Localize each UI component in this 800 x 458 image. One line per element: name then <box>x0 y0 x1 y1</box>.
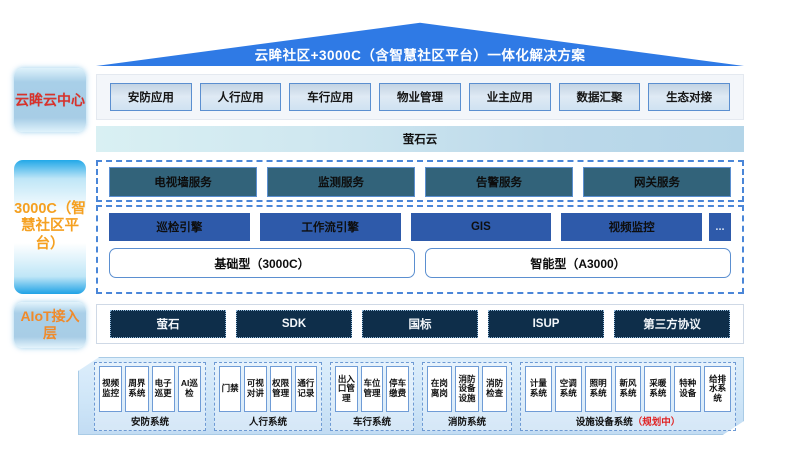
device-electronic-patrol[interactable]: 电子巡更 <box>151 366 175 412</box>
device-parking-space-management[interactable]: 车位管理 <box>360 366 384 412</box>
service-monitoring[interactable]: 监测服务 <box>267 167 415 197</box>
engines-container: 巡检引擎 工作流引擎 GIS 视频监控 ... 基础型（3000C） 智能型（A… <box>96 205 744 294</box>
device-fire-equipment-facility[interactable]: 消防设备设施 <box>454 366 480 412</box>
service-gateway[interactable]: 网关服务 <box>583 167 731 197</box>
service-tv-wall[interactable]: 电视墙服务 <box>109 167 257 197</box>
device-parking-payment[interactable]: 停车缴费 <box>386 366 410 412</box>
device-video-surveillance[interactable]: 视频监控 <box>99 366 123 412</box>
protocol-layer-row: 萤石 SDK 国标 ISUP 第三方协议 <box>96 304 744 344</box>
device-water-supply-drainage[interactable]: 给排水系统 <box>704 366 732 412</box>
device-heating-system[interactable]: 采暖系统 <box>644 366 672 412</box>
rail-cloud-center-text: 云眸云中心 <box>15 91 85 108</box>
device-group-facility-title: 设施设备系统（规划中） <box>525 412 731 428</box>
engines-row: 巡检引擎 工作流引擎 GIS 视频监控 ... <box>104 212 736 242</box>
device-fire-inspection[interactable]: 消防检查 <box>482 366 508 412</box>
rail-label-aiot-access: AIoT接入层 <box>14 302 86 348</box>
engine-gis[interactable]: GIS <box>410 213 552 241</box>
protocol-ezviz[interactable]: 萤石 <box>110 310 226 338</box>
services-container: 电视墙服务 监测服务 告警服务 网关服务 <box>96 160 744 202</box>
device-groups: 视频监控 周界系统 电子巡更 AI巡检 安防系统 门禁 可视对讲 权限管理 通行… <box>94 362 736 431</box>
engine-inspection[interactable]: 巡检引擎 <box>109 213 250 241</box>
device-layer-slab: 视频监控 周界系统 电子巡更 AI巡检 安防系统 门禁 可视对讲 权限管理 通行… <box>78 357 744 435</box>
device-group-facility: 计量系统 空调系统 照明系统 新风系统 采暖系统 特种设备 给排水系统 设施设备… <box>520 362 736 431</box>
protocol-isup[interactable]: ISUP <box>488 310 604 338</box>
app-chip-owner[interactable]: 业主应用 <box>468 83 551 111</box>
banner-title: 云眸社区+3000C（含智慧社区平台）一体化解决方案 <box>254 48 586 63</box>
services-row: 电视墙服务 监测服务 告警服务 网关服务 <box>104 167 736 197</box>
device-group-vehicle-title: 车行系统 <box>352 417 391 428</box>
device-on-duty-off-duty[interactable]: 在岗离岗 <box>427 366 452 412</box>
device-group-vehicle: 出入口管理 车位管理 停车缴费 车行系统 <box>330 362 414 431</box>
device-group-security-cells: 视频监控 周界系统 电子巡更 AI巡检 <box>99 366 201 412</box>
app-chip-security[interactable]: 安防应用 <box>110 83 192 111</box>
device-hvac-system[interactable]: 空调系统 <box>554 366 582 412</box>
device-group-facility-cells: 计量系统 空调系统 照明系统 新风系统 采暖系统 特种设备 给排水系统 <box>525 366 732 412</box>
device-entrance-exit-management[interactable]: 出入口管理 <box>335 366 358 412</box>
rail-label-cloud-center: 云眸云中心 <box>14 68 86 132</box>
app-chip-vehicle[interactable]: 车行应用 <box>289 83 372 111</box>
protocol-third-party[interactable]: 第三方协议 <box>614 310 730 338</box>
device-metering-system[interactable]: 计量系统 <box>525 366 552 412</box>
device-lighting-system[interactable]: 照明系统 <box>584 366 612 412</box>
device-perimeter-system[interactable]: 周界系统 <box>125 366 149 412</box>
protocol-sdk[interactable]: SDK <box>236 310 352 338</box>
platform-type-basic[interactable]: 基础型（3000C） <box>109 248 415 278</box>
ezviz-cloud-band: 萤石云 <box>96 126 744 152</box>
engine-video-surveillance[interactable]: 视频监控 <box>561 213 702 241</box>
platform-type-intelligent[interactable]: 智能型（A3000） <box>425 248 731 278</box>
engine-more-icon[interactable]: ... <box>709 213 731 241</box>
solution-banner: 云眸社区+3000C（含智慧社区平台）一体化解决方案 <box>96 20 744 66</box>
device-passage-record[interactable]: 通行记录 <box>294 366 317 412</box>
device-fresh-air-system[interactable]: 新风系统 <box>614 366 642 412</box>
rail-3000c-platform-text: 3000C（智慧社区平台） <box>14 201 86 252</box>
device-ai-inspection[interactable]: AI巡检 <box>177 366 201 412</box>
device-group-fire-cells: 在岗离岗 消防设备设施 消防检查 <box>427 366 508 412</box>
platform-types-row: 基础型（3000C） 智能型（A3000） <box>104 248 736 278</box>
rail-label-3000c-platform: 3000C（智慧社区平台） <box>14 160 86 294</box>
device-group-fire-title: 消防系统 <box>447 417 486 428</box>
device-access-control[interactable]: 门禁 <box>219 366 242 412</box>
device-group-security: 视频监控 周界系统 电子巡更 AI巡检 安防系统 <box>94 362 206 431</box>
device-group-vehicle-cells: 出入口管理 车位管理 停车缴费 <box>335 366 410 412</box>
device-group-pedestrian-title: 人行系统 <box>248 417 287 428</box>
app-chip-pedestrian[interactable]: 人行应用 <box>199 83 282 111</box>
rail-aiot-access-text: AIoT接入层 <box>20 308 80 341</box>
device-group-facility-note: （规划中） <box>632 417 681 428</box>
service-alarm[interactable]: 告警服务 <box>425 167 573 197</box>
device-group-fire: 在岗离岗 消防设备设施 消防检查 消防系统 <box>422 362 512 431</box>
engine-workflow[interactable]: 工作流引擎 <box>259 213 401 241</box>
device-group-facility-title-text: 设施设备系统 <box>575 417 633 428</box>
protocol-gb-standard[interactable]: 国标 <box>362 310 478 338</box>
device-permission-management[interactable]: 权限管理 <box>269 366 292 412</box>
application-layer-row: 安防应用 人行应用 车行应用 物业管理 业主应用 数据汇聚 生态对接 <box>96 74 744 120</box>
device-special-equipment[interactable]: 特种设备 <box>674 366 702 412</box>
device-group-security-title: 安防系统 <box>130 417 169 428</box>
app-chip-property[interactable]: 物业管理 <box>379 83 461 111</box>
device-group-pedestrian-cells: 门禁 可视对讲 权限管理 通行记录 <box>219 366 317 412</box>
app-chip-ecosystem[interactable]: 生态对接 <box>648 83 731 111</box>
device-video-intercom[interactable]: 可视对讲 <box>244 366 267 412</box>
device-group-pedestrian: 门禁 可视对讲 权限管理 通行记录 人行系统 <box>214 362 322 431</box>
app-chip-data-aggregation[interactable]: 数据汇聚 <box>558 83 641 111</box>
